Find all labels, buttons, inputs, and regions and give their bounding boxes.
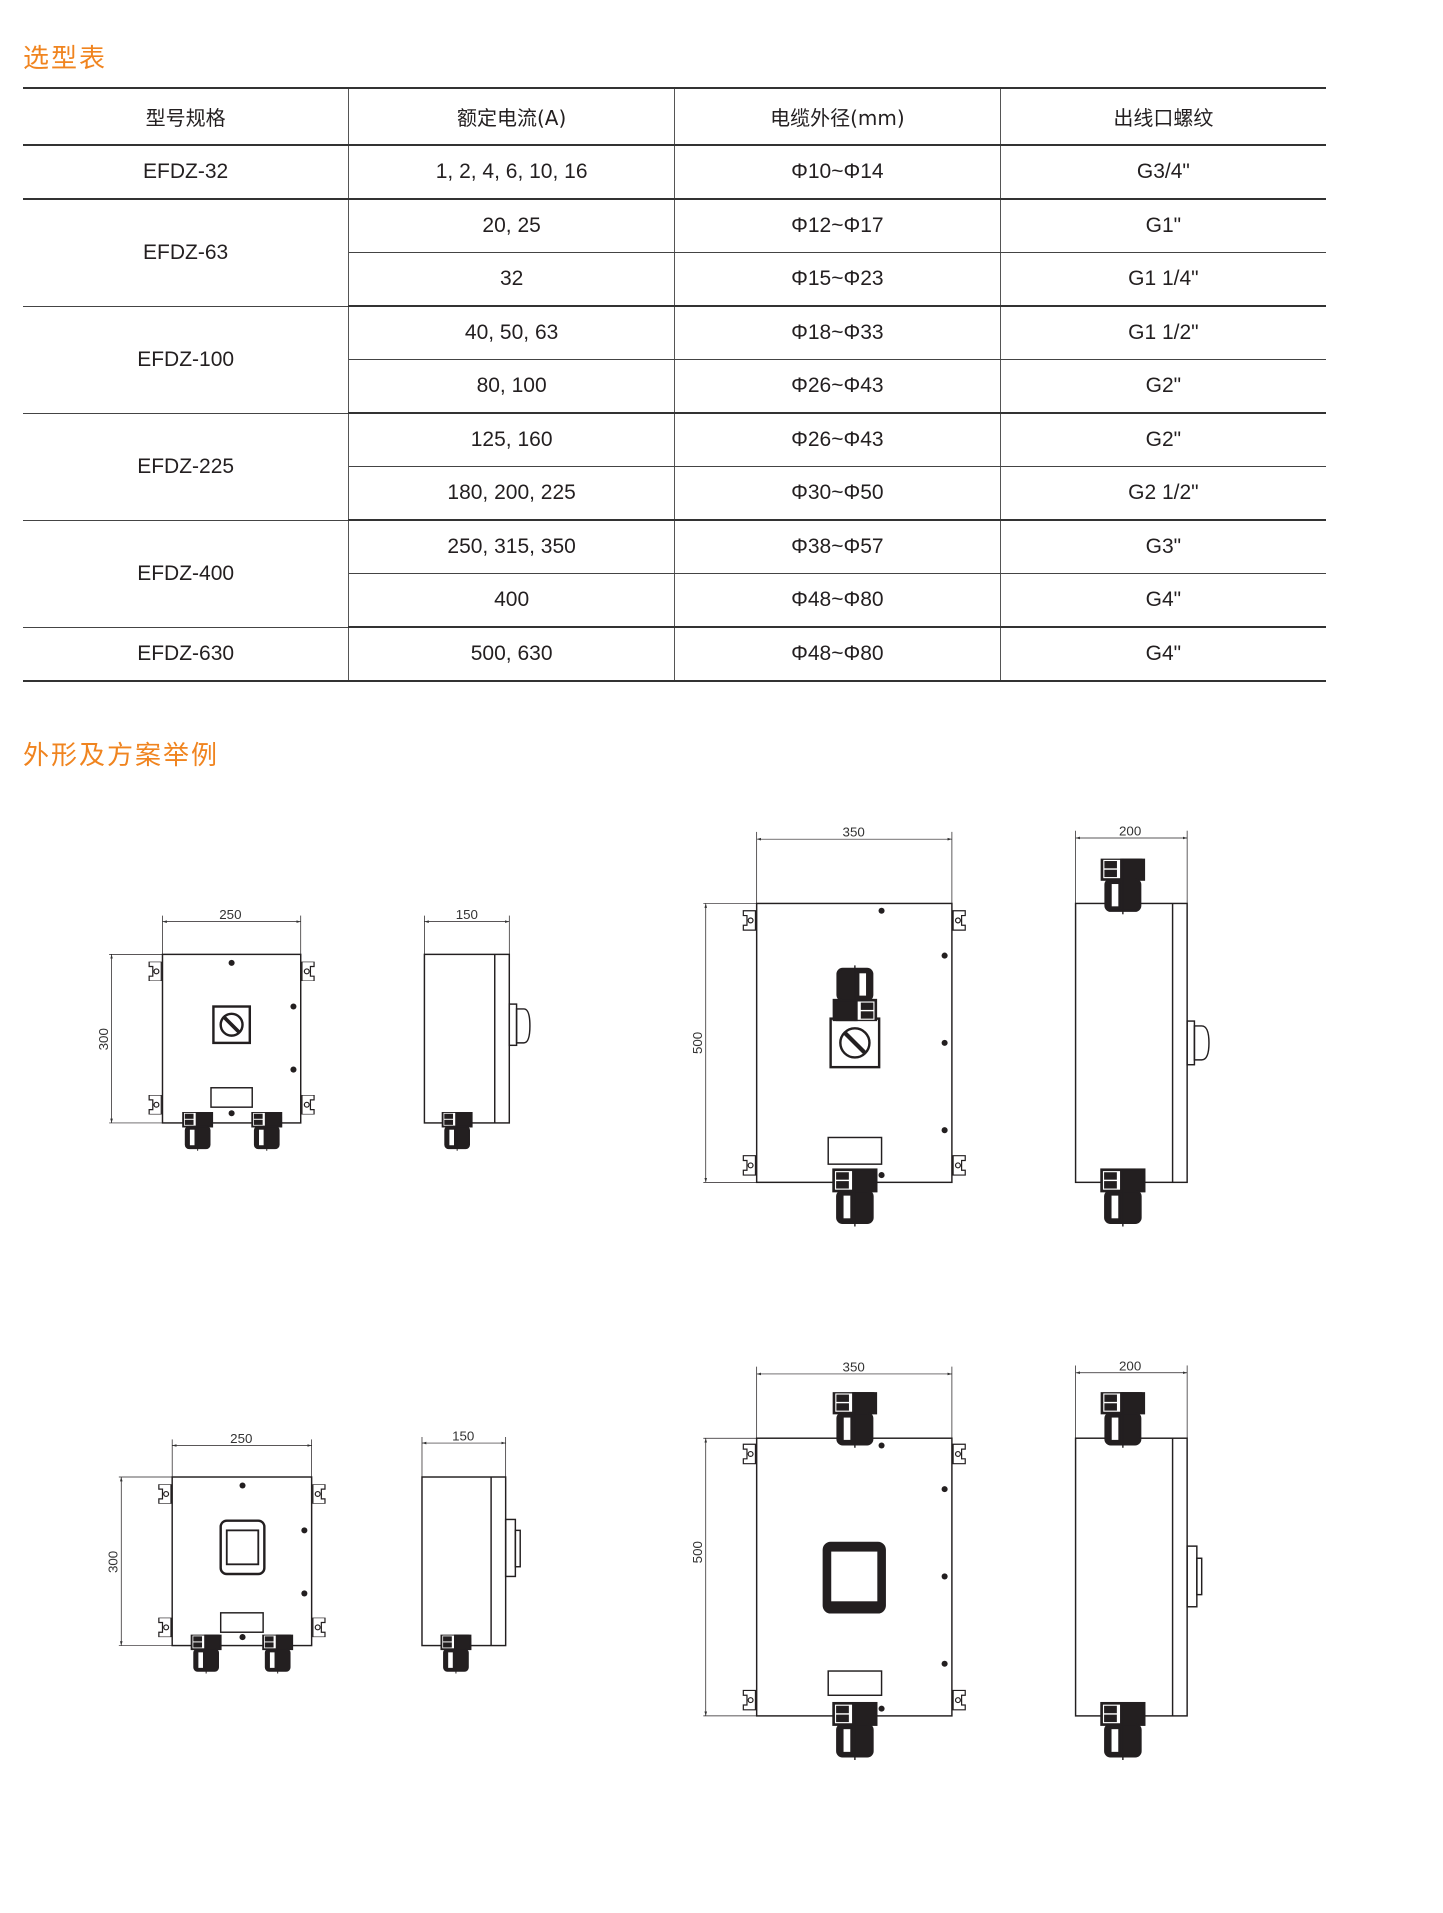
- header-model: 型号规格: [23, 87, 350, 146]
- cable-cell: Φ26~Φ43: [674, 413, 1001, 467]
- examples-title: 外形及方案举例: [23, 741, 220, 771]
- current-cell: 32: [348, 252, 675, 307]
- table-row: EFDZ-225 125, 160 Φ26~Φ43 G2": [23, 413, 1326, 521]
- cable-cell: Φ12~Φ17: [674, 199, 1001, 253]
- dim-height-label: 300: [96, 1028, 111, 1050]
- dim-height-label: 300: [106, 1551, 121, 1573]
- dim-depth-label: 200: [1119, 824, 1141, 839]
- cable-cell: Φ18~Φ33: [674, 306, 1001, 360]
- current-cell: 1, 2, 4, 6, 10, 16: [348, 145, 675, 200]
- cable-cell: Φ48~Φ80: [674, 627, 1001, 682]
- thread-cell: G2": [999, 359, 1326, 414]
- breaker-window-icon: [225, 1529, 260, 1566]
- current-cell: 80, 100: [348, 359, 675, 414]
- thread-cell: G2": [999, 413, 1326, 467]
- table-row: 80, 100 Φ26~Φ43 G2": [23, 359, 1326, 414]
- table-row: EFDZ-32 1, 2, 4, 6, 10, 16 Φ10~Φ14 G3/4": [23, 145, 1326, 200]
- large-switch-front-view: [703, 831, 967, 1228]
- selection-table: 型号规格 额定电流(A) 电缆外径(mm) 出线口螺纹 EFDZ-32 1, 2…: [23, 87, 1326, 682]
- cable-gland-icon: [440, 1634, 472, 1674]
- current-cell: 180, 200, 225: [348, 466, 675, 521]
- cable-gland-icon: [1100, 1701, 1146, 1762]
- thread-cell: G1 1/2": [999, 306, 1326, 360]
- cable-gland-icon: [251, 1112, 283, 1151]
- dim-width-label: 350: [843, 1360, 865, 1375]
- dim-width-label: 250: [230, 1431, 252, 1446]
- small-switch-side-view: [423, 915, 531, 1151]
- thread-cell: G2 1/2": [999, 466, 1326, 521]
- dim-depth-label: 150: [456, 907, 478, 922]
- large-breaker-side-view: [1074, 1365, 1203, 1762]
- header-current: 额定电流(A): [348, 87, 675, 146]
- small-switch-front-view: [109, 915, 315, 1151]
- cable-gland-icon: [190, 1634, 222, 1674]
- small-breaker-front-view: [118, 1439, 326, 1674]
- current-cell: 125, 160: [348, 413, 675, 467]
- model-cell: EFDZ-400: [23, 520, 350, 628]
- table-row: EFDZ-63 20, 25 Φ12~Φ17 G1": [23, 199, 1326, 307]
- thread-cell: G4": [999, 573, 1326, 628]
- table-row: 400 Φ48~Φ80 G4": [23, 573, 1326, 628]
- header-cable-diameter: 电缆外径(mm): [674, 87, 1001, 146]
- table-row: EFDZ-630 500, 630 Φ48~Φ80 G4": [23, 627, 1326, 682]
- model-cell: EFDZ-630: [23, 627, 350, 682]
- current-cell: 400: [348, 573, 675, 628]
- table-row: 32 Φ15~Φ23 G1 1/4": [23, 252, 1326, 307]
- breaker-window-icon: [830, 1550, 879, 1603]
- current-cell: 20, 25: [348, 199, 675, 253]
- small-breaker-side-view: [421, 1436, 521, 1674]
- cable-cell: Φ15~Φ23: [674, 252, 1001, 307]
- cable-cell: Φ30~Φ50: [674, 466, 1001, 521]
- cable-cell: Φ48~Φ80: [674, 573, 1001, 628]
- cable-gland-icon: [262, 1634, 294, 1674]
- cable-gland-icon: [182, 1112, 214, 1151]
- thread-cell: G1 1/4": [999, 252, 1326, 307]
- large-switch-side-view: [1074, 830, 1210, 1228]
- rotary-switch-icon: [839, 1027, 871, 1059]
- model-cell: EFDZ-63: [23, 199, 350, 307]
- current-cell: 40, 50, 63: [348, 306, 675, 360]
- cable-gland-icon: [832, 1392, 878, 1448]
- cable-gland-icon: [1100, 1392, 1146, 1448]
- cable-cell: Φ38~Φ57: [674, 520, 1001, 574]
- table-header-row: 型号规格 额定电流(A) 电缆外径(mm) 出线口螺纹: [23, 87, 1326, 146]
- table-row: 180, 200, 225 Φ30~Φ50 G2 1/2": [23, 466, 1326, 521]
- cable-gland-icon: [441, 1112, 473, 1151]
- thread-cell: G3": [999, 520, 1326, 574]
- dim-depth-label: 200: [1119, 1358, 1141, 1373]
- cable-gland-icon: [1100, 1168, 1146, 1228]
- cable-gland-icon: [832, 1168, 878, 1228]
- thread-cell: G1": [999, 199, 1326, 253]
- thread-cell: G3/4": [999, 145, 1326, 200]
- cable-cell: Φ10~Φ14: [674, 145, 1001, 200]
- header-thread: 出线口螺纹: [999, 87, 1326, 146]
- thread-cell: G4": [999, 627, 1326, 682]
- rotary-switch-icon: [219, 1012, 244, 1037]
- dim-width-label: 250: [219, 907, 241, 922]
- current-cell: 250, 315, 350: [348, 520, 675, 574]
- table-row: EFDZ-400 250, 315, 350 Φ38~Φ57 G3": [23, 520, 1326, 628]
- model-cell: EFDZ-225: [23, 413, 350, 521]
- model-cell: EFDZ-100: [23, 306, 350, 414]
- cable-gland-icon: [832, 1701, 878, 1762]
- current-cell: 500, 630: [348, 627, 675, 682]
- dim-height-label: 500: [690, 1541, 705, 1563]
- dim-depth-label: 150: [452, 1429, 474, 1444]
- table-row: EFDZ-100 40, 50, 63 Φ18~Φ33 G1 1/2": [23, 306, 1326, 414]
- large-breaker-front-view: [703, 1366, 967, 1762]
- cable-gland-icon: [832, 965, 878, 1022]
- model-cell: EFDZ-32: [23, 145, 350, 200]
- selection-table-title: 选型表: [23, 44, 108, 74]
- dim-width-label: 350: [843, 825, 865, 840]
- cable-cell: Φ26~Φ43: [674, 359, 1001, 414]
- dim-height-label: 500: [690, 1032, 705, 1054]
- cable-gland-icon: [1100, 858, 1146, 915]
